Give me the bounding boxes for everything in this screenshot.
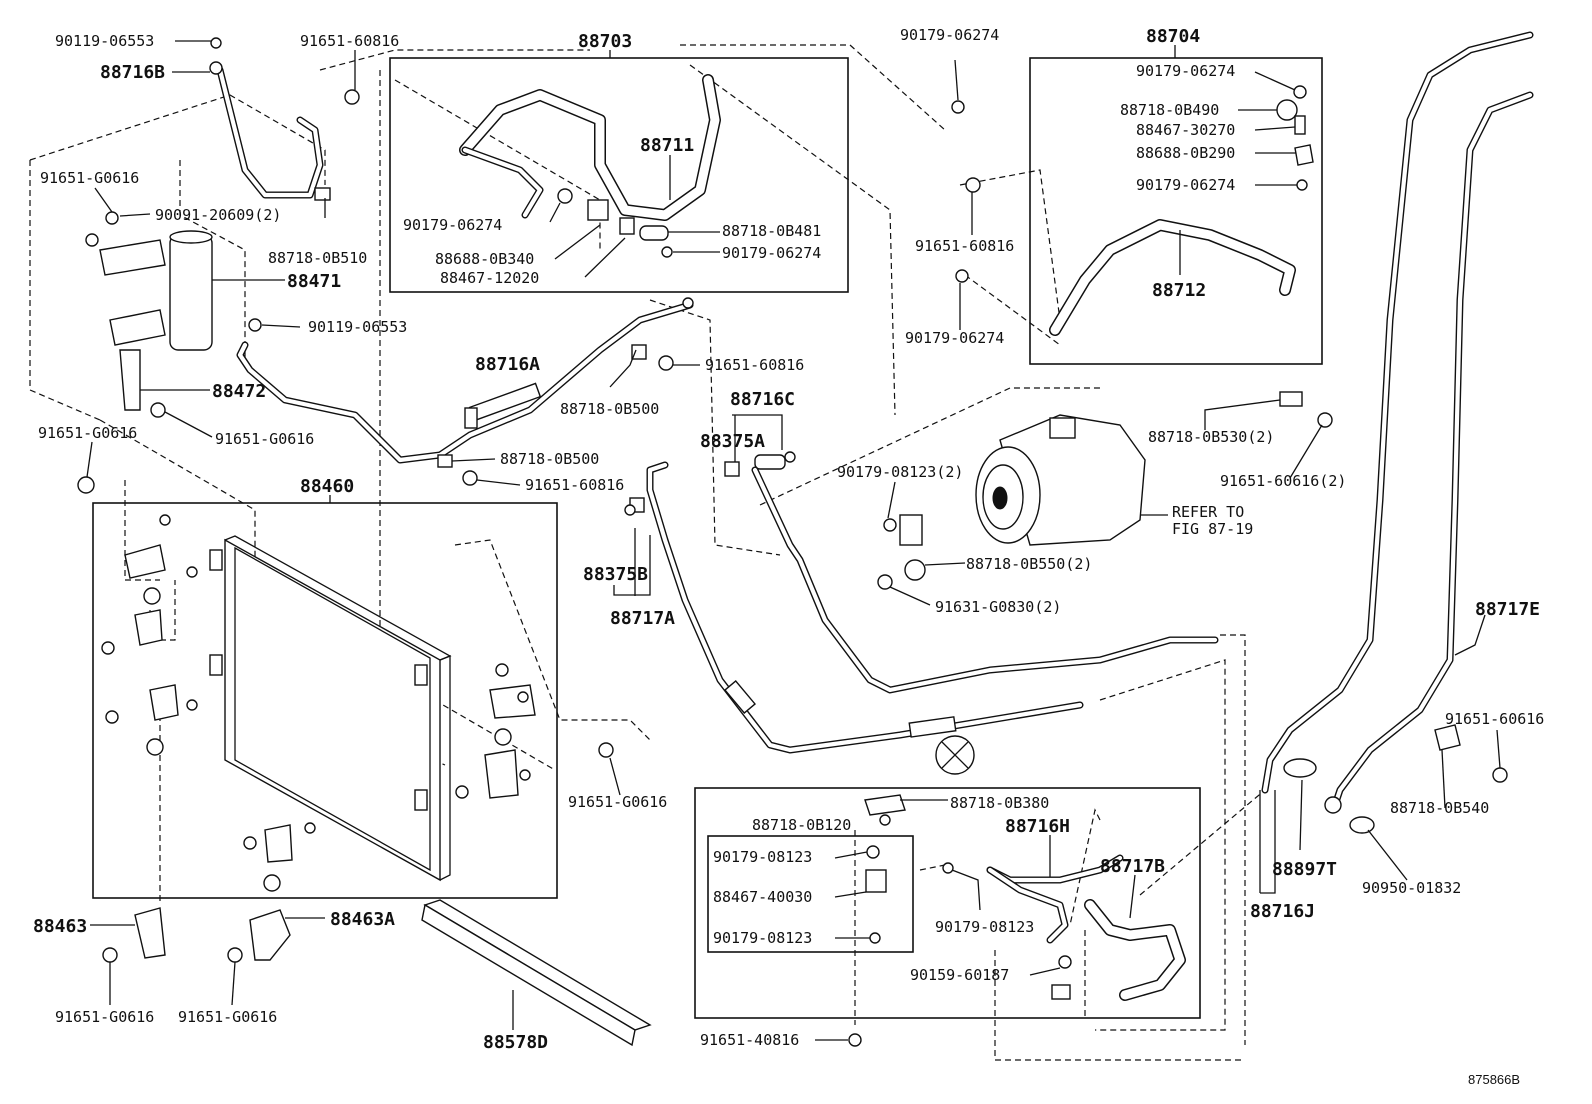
part-label: 88712 <box>1152 280 1206 301</box>
part-label: 91651-G0616 <box>38 424 137 442</box>
group-box-88703 <box>389 57 849 293</box>
part-label: 91651-G0616 <box>40 169 139 187</box>
leader-lines <box>86 40 1501 1041</box>
part-label: 91651-G0616 <box>568 793 667 811</box>
part-label: 88467-40030 <box>713 888 812 906</box>
part-label: 90179-08123 <box>713 929 812 947</box>
part-label: 90179-06274 <box>1136 176 1235 194</box>
part-label: 88717B <box>1100 856 1165 877</box>
part-label: 91651-G0616 <box>55 1008 154 1026</box>
part-label: 88463 <box>33 916 87 937</box>
condenser-bracket <box>414 789 428 811</box>
condenser-bracket <box>414 664 428 686</box>
reference-note-line1: REFER TO <box>1172 503 1244 521</box>
condenser-assembly <box>209 535 452 882</box>
part-label: 88718-0B490 <box>1120 101 1219 119</box>
receiver-drier <box>99 230 213 411</box>
part-label: 88467-30270 <box>1136 121 1235 139</box>
pipes <box>216 31 1534 1001</box>
part-label: 91651-40816 <box>700 1031 799 1049</box>
figure-code: 875866B <box>1468 1072 1520 1087</box>
part-label: 88375A <box>700 431 765 452</box>
part-label: 90179-06274 <box>722 244 821 262</box>
part-label: 88717A <box>610 608 675 629</box>
condenser-bracket <box>209 549 223 571</box>
part-label: 88471 <box>287 271 341 292</box>
part-label: 88718-0B550(2) <box>966 555 1092 573</box>
part-labels: 90119-06553 88716B 91651-60816 91651-G06… <box>33 26 1544 1053</box>
reference-note-line2: FIG 87-19 <box>1172 520 1253 538</box>
part-label: 88716C <box>730 389 795 410</box>
part-label: 90179-06274 <box>403 216 502 234</box>
hose-sleeve <box>724 680 756 714</box>
compressor <box>975 414 1146 546</box>
part-label: 88718-0B500 <box>560 400 659 418</box>
part-label: 88717E <box>1475 599 1540 620</box>
part-label: 91651-60816 <box>300 32 399 50</box>
group-box-88716h <box>694 787 1201 1019</box>
part-label: 90179-06274 <box>905 329 1004 347</box>
muffler-sleeve <box>468 382 542 422</box>
part-label: 88472 <box>212 381 266 402</box>
part-label: 88718-0B500 <box>500 450 599 468</box>
part-label: 91651-60616(2) <box>1220 472 1346 490</box>
part-label: 88716H <box>1005 816 1070 837</box>
expansion-cap <box>935 735 975 775</box>
part-label: 90179-08123 <box>713 848 812 866</box>
group-box-88467 <box>707 835 914 953</box>
hose-sleeve <box>908 716 957 738</box>
part-label: 90950-01832 <box>1362 879 1461 897</box>
part-label: 88688-0B340 <box>435 250 534 268</box>
part-label: 91651-60816 <box>915 237 1014 255</box>
part-label: 88718-0B530(2) <box>1148 428 1274 446</box>
part-label: 90091-20609(2) <box>155 206 281 224</box>
part-label: 88897T <box>1272 859 1337 880</box>
part-label: 91651-G0616 <box>215 430 314 448</box>
condenser-bracket <box>209 654 223 676</box>
group-box-88704 <box>1029 57 1323 365</box>
group-label-88704: 88704 <box>1146 26 1200 47</box>
part-label: 88718-0B120 <box>752 816 851 834</box>
part-label: 88718-0B540 <box>1390 799 1489 817</box>
part-label: 88716J <box>1250 901 1315 922</box>
part-label: 90159-60187 <box>910 966 1009 984</box>
part-label: 88578D <box>483 1032 548 1053</box>
group-label-88703: 88703 <box>578 31 632 52</box>
part-label: 90179-06274 <box>900 26 999 44</box>
part-label: 88711 <box>640 135 694 156</box>
part-label: 88718-0B481 <box>722 222 821 240</box>
part-label: 90179-06274 <box>1136 62 1235 80</box>
part-label: 88463A <box>330 909 395 930</box>
part-label: 88718-0B510 <box>268 249 367 267</box>
part-label: 90119-06553 <box>308 318 407 336</box>
part-label: 91651-60816 <box>525 476 624 494</box>
part-label: 88467-12020 <box>440 269 539 287</box>
group-titles: 88703 88704 88460 <box>300 26 1200 497</box>
part-label: 91651-60816 <box>705 356 804 374</box>
part-label: 88688-0B290 <box>1136 144 1235 162</box>
part-label: 90119-06553 <box>55 32 154 50</box>
group-label-88460: 88460 <box>300 476 354 497</box>
part-label: 90179-08123(2) <box>837 463 963 481</box>
part-label: 91631-G0830(2) <box>935 598 1061 616</box>
part-label: 88718-0B380 <box>950 794 1049 812</box>
part-label: 88375B <box>583 564 648 585</box>
group-box-88460 <box>92 502 558 899</box>
part-label: 91651-G0616 <box>178 1008 277 1026</box>
part-label: 88716A <box>475 354 540 375</box>
fittings <box>77 37 1508 1047</box>
seal-strip <box>421 899 652 1047</box>
part-label: 90179-08123 <box>935 918 1034 936</box>
part-label: 91651-60616 <box>1445 710 1544 728</box>
part-label: 88716B <box>100 62 165 83</box>
